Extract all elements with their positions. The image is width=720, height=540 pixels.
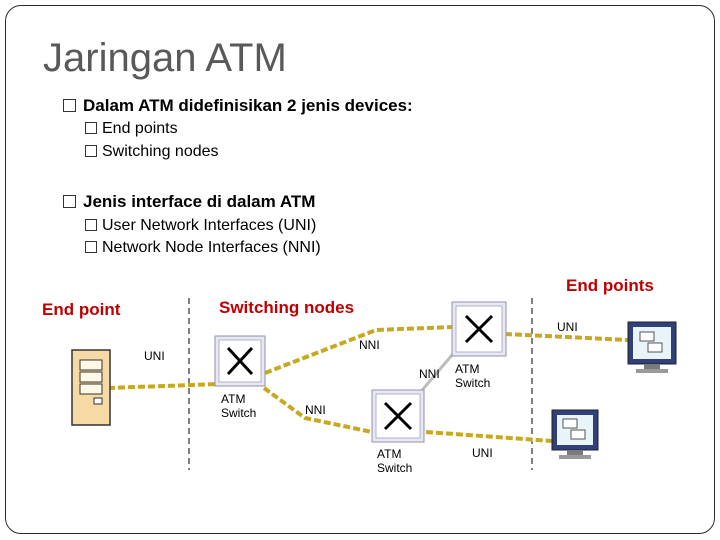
link-switch1-to-switch2 (262, 386, 373, 434)
sub-bullet-end-points-text: End points (102, 120, 178, 137)
atm-switch-label-line1: ATM (455, 362, 480, 376)
checkbox-bullet-icon (63, 195, 76, 208)
label-atm-switch-3: ATM Switch (455, 362, 490, 390)
checkbox-bullet-icon (63, 99, 76, 112)
label-uni-top-right: UNI (557, 320, 578, 334)
label-uni-bottom: UNI (472, 446, 493, 460)
sub-bullet-nni: Network Node Interfaces (NNI) (85, 239, 321, 257)
atm-switch-label-line2: Switch (377, 461, 413, 475)
atm-switch-icon (451, 301, 507, 357)
label-atm-switch-1: ATM Switch (221, 392, 256, 420)
link-switch3-to-terminal1 (504, 332, 629, 342)
sub-bullet-switching-nodes: Switching nodes (85, 143, 219, 161)
atm-switch-label-line1: ATM (377, 447, 402, 461)
sub-bullet-nni-text: Network Node Interfaces (NNI) (102, 239, 321, 256)
atm-switch-label-line2: Switch (221, 406, 257, 420)
label-end-points: End points (566, 276, 654, 295)
atm-switch-icon (371, 389, 425, 443)
link-switch2-to-switch3 (416, 347, 460, 396)
link-switch2-to-terminal2 (425, 430, 553, 443)
bullet-devices: Dalam ATM didefinisikan 2 jenis devices: (63, 96, 413, 116)
sub-bullet-uni-text: User Network Interfaces (UNI) (102, 217, 317, 234)
checkbox-bullet-icon (85, 122, 97, 134)
atm-switch-icon (214, 335, 266, 387)
sub-bullet-end-points: End points (85, 120, 178, 138)
slide-frame (5, 5, 715, 534)
server-icon (71, 349, 111, 426)
sub-bullet-uni: User Network Interfaces (UNI) (85, 217, 316, 235)
label-atm-switch-2: ATM Switch (377, 447, 412, 475)
label-end-point: End point (42, 300, 121, 319)
checkbox-bullet-icon (85, 241, 97, 253)
link-server-to-switch1 (107, 382, 221, 390)
computer-terminal-icon (627, 321, 677, 373)
bullet-interfaces-text: Jenis interface di dalam ATM (83, 192, 316, 211)
atm-switch-label-line2: Switch (455, 376, 491, 390)
bullet-interfaces: Jenis interface di dalam ATM (63, 192, 315, 212)
label-nni-bottom: NNI (305, 403, 326, 417)
atm-switch-label-line1: ATM (221, 392, 246, 406)
checkbox-bullet-icon (85, 219, 97, 231)
label-nni-top: NNI (359, 338, 380, 352)
sub-bullet-switching-nodes-text: Switching nodes (102, 143, 219, 160)
computer-terminal-icon (551, 409, 599, 459)
bullet-devices-text: Dalam ATM didefinisikan 2 jenis devices: (83, 96, 413, 115)
label-switching-nodes: Switching nodes (219, 298, 355, 317)
checkbox-bullet-icon (85, 145, 97, 157)
label-uni-left: UNI (144, 349, 165, 363)
slide-title: Jaringan ATM (43, 36, 287, 80)
label-nni-middle: NNI (419, 367, 440, 381)
